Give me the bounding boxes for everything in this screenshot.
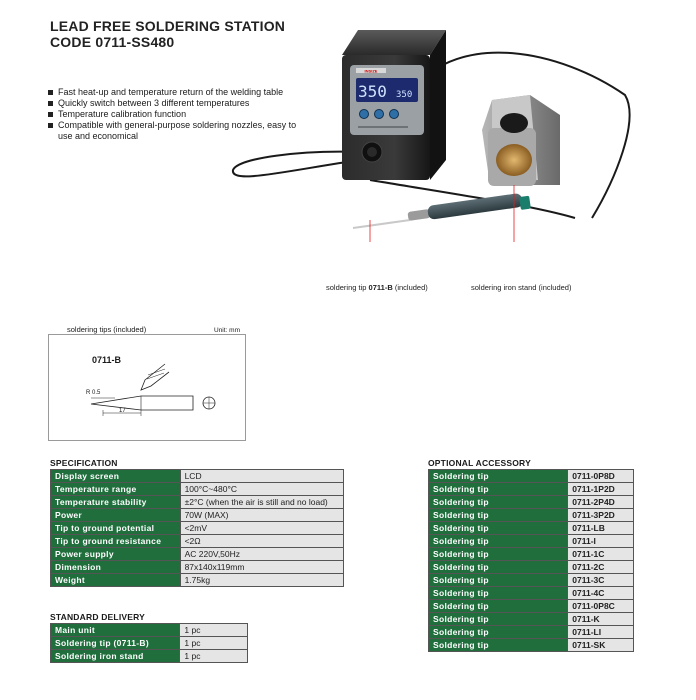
station-top <box>342 30 446 55</box>
feature-item: Quickly switch between 3 different tempe… <box>48 98 313 109</box>
set-button <box>389 109 399 119</box>
feature-item: Fast heat-up and temperature return of t… <box>48 87 313 98</box>
lcd-main-value: 350 <box>358 82 387 101</box>
down-button <box>359 109 369 119</box>
up-button <box>374 109 384 119</box>
iron-tip <box>352 219 411 229</box>
product-title: LEAD FREE SOLDERING STATION <box>50 18 286 34</box>
radius-label: R 0.5 <box>86 390 101 396</box>
stand-caption: soldering iron stand (included) <box>471 283 572 292</box>
product-code: CODE 0711-SS480 <box>50 34 175 50</box>
power-cable <box>411 51 631 219</box>
iron-handle <box>427 193 523 220</box>
table-row: Tip to ground resistance<2Ω <box>50 534 345 548</box>
tip-drawing <box>90 363 216 416</box>
tip-profile <box>90 395 194 411</box>
brass-wool <box>496 144 532 176</box>
feature-list: Fast heat-up and temperature return of t… <box>48 87 313 142</box>
page-title: LEAD FREE SOLDERING STATION CODE 0711-SS… <box>50 18 285 50</box>
table-row: Temperature stability±2°C (when the air … <box>50 495 345 509</box>
lcd-display <box>356 78 418 102</box>
tip-drawing-heading: soldering tips (included) <box>65 325 149 334</box>
tip-side-view <box>140 363 170 391</box>
brand-logo: INSIZE <box>365 69 378 74</box>
station-side <box>430 30 446 180</box>
specification-heading: SPECIFICATION <box>50 458 118 468</box>
feature-item: Compatible with general-purpose solderin… <box>48 120 313 142</box>
tip-model-label: 0711-B <box>92 355 122 365</box>
feature-item: Temperature calibration function <box>48 109 313 120</box>
lcd-sub-value: 350 <box>396 90 412 100</box>
optional-accessory-heading: OPTIONAL ACCESSORY <box>428 458 531 468</box>
table-row: Tip to ground potential<2mV <box>50 521 345 535</box>
table-row: Soldering tip (0711-B)1 pc <box>49 636 248 650</box>
iron-cable <box>232 150 361 178</box>
tip-caption: soldering tip 0711-B (included) <box>326 283 428 292</box>
length-label: 17 <box>119 408 126 414</box>
product-photo: INSIZE 350 350 <box>232 30 631 242</box>
iron-holder-hole <box>500 113 528 133</box>
standard-delivery-heading: STANDARD DELIVERY <box>50 612 146 622</box>
unit-label: Unit: mm <box>214 327 240 334</box>
